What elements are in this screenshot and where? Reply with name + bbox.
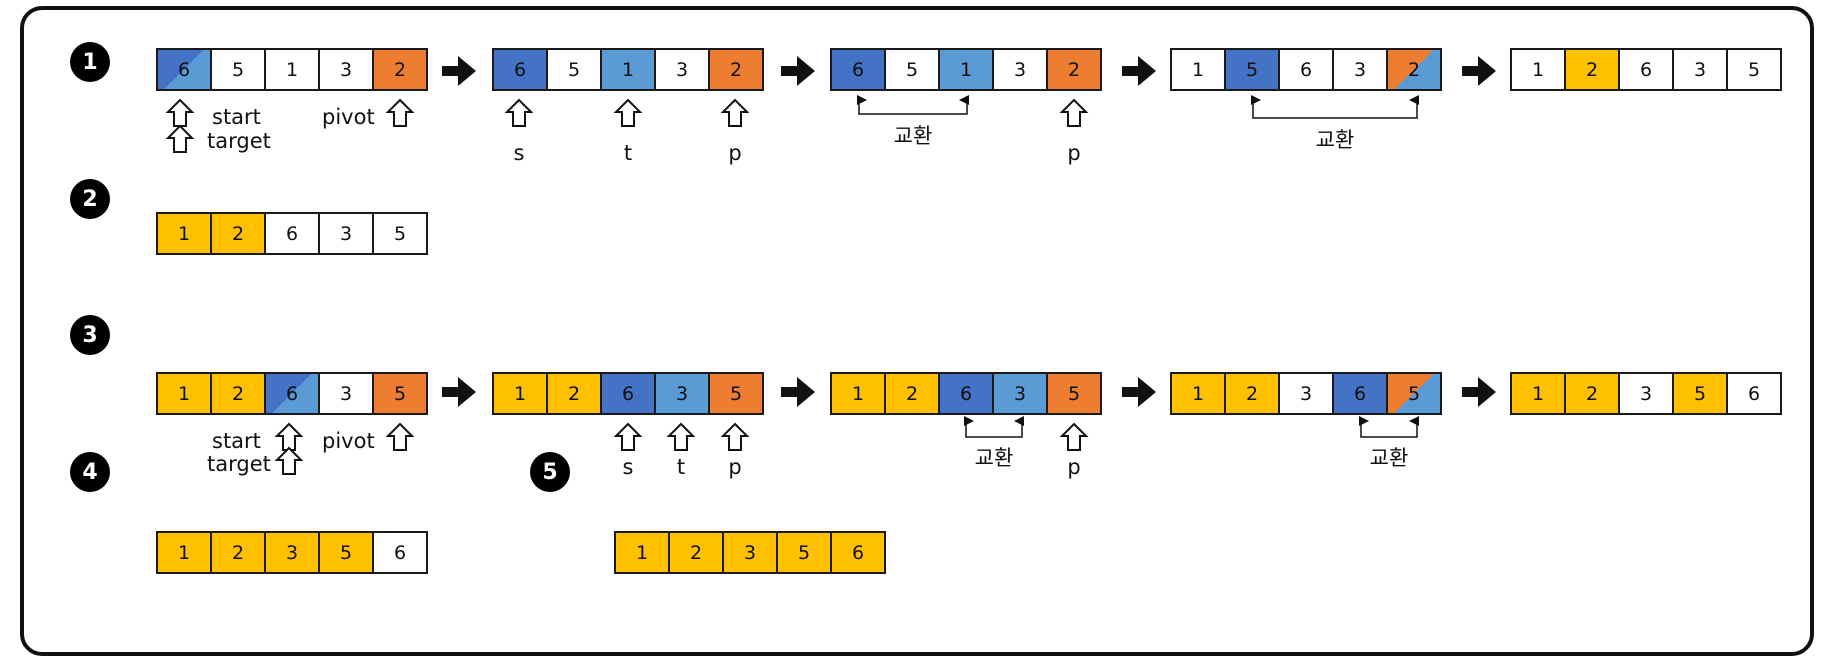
pointer-up-arrow [720,422,750,451]
array-cell: 1 [1170,48,1226,91]
pointer-up-arrow [504,98,534,127]
array-cell: 1 [492,372,548,415]
label-pivot: pivot [322,105,375,129]
array-cell: 6 [372,531,428,574]
array-cell: 6 [156,48,212,91]
array-cell: 5 [372,372,428,415]
swap-bracket [964,416,1024,438]
array-cell: 3 [264,531,320,574]
array-cell: 5 [1386,372,1442,415]
swap-bracket [1359,416,1419,438]
array-cell: 1 [156,372,212,415]
array-cell: 2 [668,531,724,574]
array-cell: 6 [830,531,886,574]
array-cell: 2 [210,372,266,415]
array-cell: 3 [318,212,374,255]
label-p: p [1067,455,1081,479]
array-cell: 5 [708,372,764,415]
array-cell: 2 [210,531,266,574]
next-step-arrow [781,56,815,86]
array-cell: 6 [1726,372,1782,415]
array-cell: 2 [372,48,428,91]
next-step-arrow [1462,56,1496,86]
label-target: target [207,129,271,153]
label-swap: 교환 [1369,446,1409,470]
label-target: target [207,452,271,476]
label-swap: 교환 [893,124,933,148]
array-cell: 3 [654,372,710,415]
pointer-up-arrow [1059,422,1089,451]
array-cell: 3 [992,372,1048,415]
label-t: t [623,141,633,165]
array-cell: 5 [372,212,428,255]
array-cell: 5 [1224,48,1280,91]
pointer-up-arrow [720,98,750,127]
pointer-up-arrow [666,422,696,451]
array-cell: 5 [884,48,940,91]
array-cell: 1 [1510,48,1566,91]
array-cell: 3 [318,372,374,415]
pointer-up-arrow [613,98,643,127]
pointer-up-arrow [165,124,195,153]
next-step-arrow [1122,56,1156,86]
step-badge-4: 4 [70,452,110,492]
array-cell: 6 [938,372,994,415]
array-cell: 2 [1564,48,1620,91]
step-badge-3: 3 [70,315,110,355]
array-cell: 1 [614,531,670,574]
array-cell: 2 [546,372,602,415]
pointer-up-arrow [165,98,195,127]
array-cell: 6 [1278,48,1334,91]
next-step-arrow [1462,377,1496,407]
label-swap: 교환 [974,446,1014,470]
next-step-arrow [1122,377,1156,407]
array-cell: 1 [264,48,320,91]
array-cell: 1 [830,372,886,415]
array-cell: 1 [1510,372,1566,415]
array-cell: 2 [210,212,266,255]
label-t: t [676,455,686,479]
pointer-up-arrow [274,422,304,451]
label-start: start [212,429,261,453]
array-cell: 3 [992,48,1048,91]
label-swap: 교환 [1315,128,1355,152]
array-cell: 3 [722,531,778,574]
pointer-up-arrow [385,422,415,451]
next-step-arrow [442,377,476,407]
array-cell: 6 [264,212,320,255]
array-cell: 6 [1332,372,1388,415]
array-cell: 5 [1046,372,1102,415]
array-cell: 5 [210,48,266,91]
label-p: p [1067,141,1081,165]
array-cell: 5 [546,48,602,91]
array-cell: 6 [830,48,886,91]
pointer-up-arrow [613,422,643,451]
pointer-up-arrow [1059,98,1089,127]
label-start: start [212,105,261,129]
next-step-arrow [442,56,476,86]
array-cell: 5 [1672,372,1728,415]
step-badge-5: 5 [530,452,570,492]
array-cell: 3 [318,48,374,91]
next-step-arrow [781,377,815,407]
label-pivot: pivot [322,429,375,453]
label-s: s [622,455,634,479]
array-cell: 2 [1386,48,1442,91]
step-badge-2: 2 [70,179,110,219]
array-cell: 2 [708,48,764,91]
pointer-up-arrow [274,446,304,475]
array-cell: 2 [884,372,940,415]
array-cell: 1 [156,212,212,255]
array-cell: 2 [1046,48,1102,91]
pointer-up-arrow [385,98,415,127]
label-p: p [728,455,742,479]
swap-bracket [1251,95,1419,119]
label-s: s [513,141,525,165]
swap-bracket [857,95,969,115]
label-p: p [728,141,742,165]
array-cell: 5 [1726,48,1782,91]
step-badge-1: 1 [70,42,110,82]
array-cell: 5 [776,531,832,574]
